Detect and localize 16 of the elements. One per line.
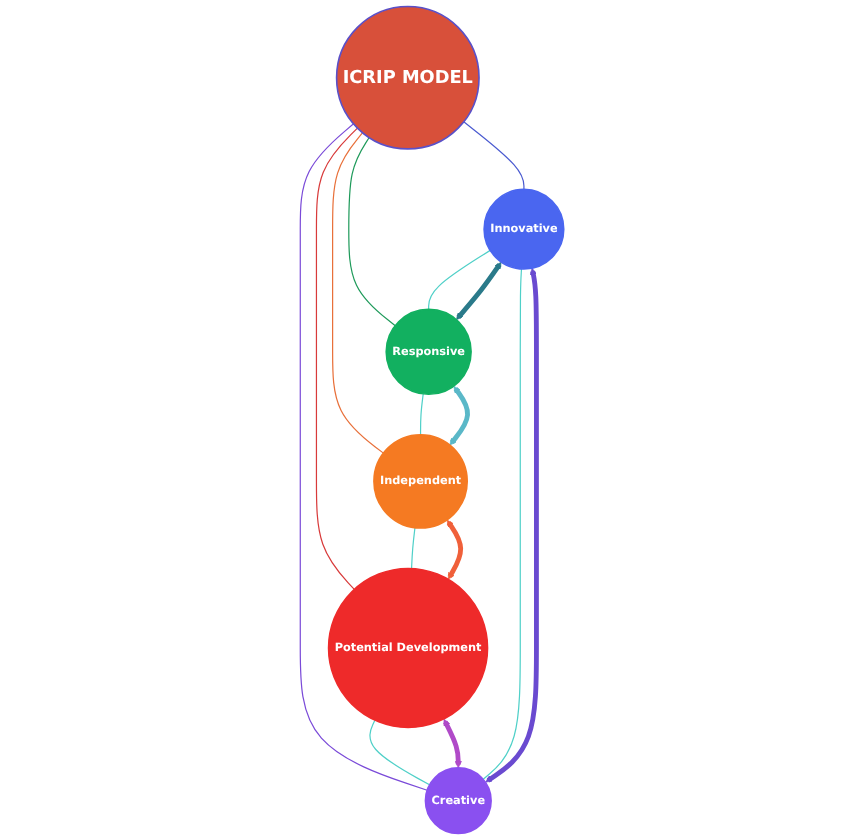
connector	[428, 249, 491, 310]
connector	[410, 527, 416, 570]
connector	[348, 136, 396, 327]
arrow	[456, 261, 502, 320]
arrow	[446, 519, 464, 580]
arrow	[443, 718, 462, 769]
arrow	[485, 267, 539, 783]
connector	[482, 268, 523, 780]
node-circle: ICRIP MODEL	[335, 5, 480, 150]
connector	[419, 393, 424, 436]
connector	[369, 719, 431, 786]
connector	[299, 123, 428, 791]
connector	[315, 127, 359, 590]
arrow	[449, 386, 470, 446]
connector	[332, 132, 385, 454]
connector	[463, 121, 525, 190]
